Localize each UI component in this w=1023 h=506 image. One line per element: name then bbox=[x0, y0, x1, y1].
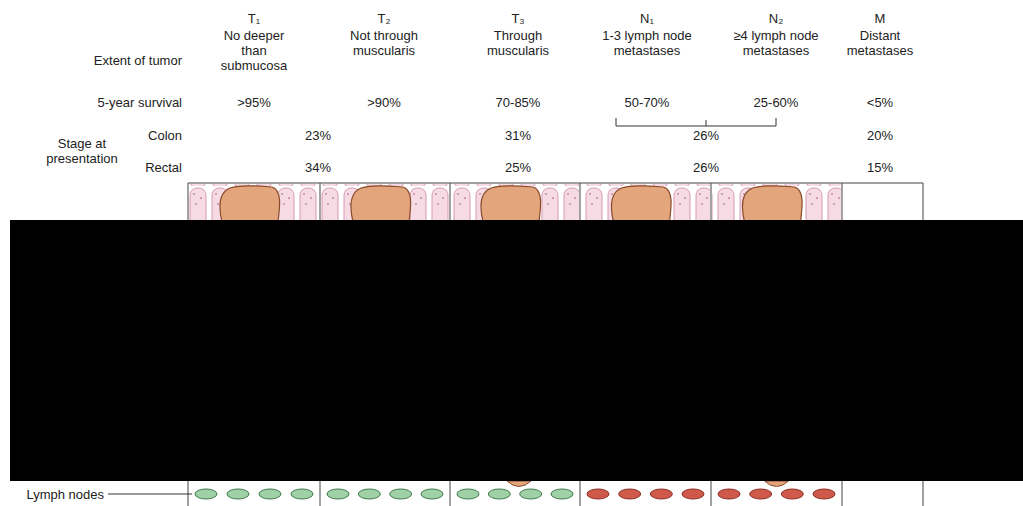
leader-line bbox=[108, 494, 192, 495]
table-cell: <5% bbox=[845, 95, 915, 110]
mucosa-crypts bbox=[189, 184, 319, 224]
lymph-node bbox=[421, 489, 443, 499]
lymph-node bbox=[718, 489, 740, 499]
table-cell: 26% bbox=[676, 160, 736, 175]
mucosa-crypts bbox=[712, 184, 841, 224]
lymph-node bbox=[813, 489, 835, 499]
table-cell: 50-70% bbox=[612, 95, 682, 110]
lymph-node bbox=[259, 489, 281, 499]
tumor bbox=[481, 186, 541, 222]
table-cell: 23% bbox=[288, 128, 348, 143]
table-cell: Lymph nodes bbox=[24, 487, 104, 502]
table-cell: Stage at presentation bbox=[36, 136, 128, 166]
mucosa-crypts bbox=[451, 184, 579, 224]
lymph-node bbox=[587, 489, 609, 499]
stage-heading: N₁ bbox=[627, 11, 667, 26]
table-cell: Colon bbox=[122, 128, 182, 143]
table-cell: Distant metastases bbox=[838, 28, 922, 58]
mucosa-crypts bbox=[581, 184, 710, 224]
stage-heading: T₃ bbox=[498, 11, 538, 26]
table-cell: 1-3 lymph node metastases bbox=[595, 28, 699, 58]
panel-border bbox=[188, 183, 923, 184]
stage-heading: M bbox=[860, 11, 900, 26]
mucosa-crypts bbox=[321, 184, 449, 224]
table-cell: 15% bbox=[850, 160, 910, 175]
table-cell: 5-year survival bbox=[42, 95, 182, 110]
lymph-node bbox=[390, 489, 412, 499]
table-cell: Extent of tumor bbox=[42, 53, 182, 68]
lymph-node bbox=[327, 489, 349, 499]
lymph-node bbox=[520, 489, 542, 499]
table-cell: No deeper than submucosa bbox=[215, 28, 293, 73]
table-cell: 25% bbox=[488, 160, 548, 175]
tumor bbox=[351, 186, 411, 222]
table-cell: 70-85% bbox=[483, 95, 553, 110]
tumor-extension bbox=[765, 481, 789, 487]
table-cell: >90% bbox=[349, 95, 419, 110]
lymph-node bbox=[781, 489, 803, 499]
stage-heading: T₂ bbox=[364, 11, 404, 26]
bracket bbox=[616, 118, 776, 126]
table-cell: Through muscularis bbox=[476, 28, 560, 58]
lymph-node bbox=[682, 489, 704, 499]
lymph-node bbox=[195, 489, 217, 499]
table-cell: 26% bbox=[676, 128, 736, 143]
lymph-node bbox=[750, 489, 772, 499]
table-cell: 34% bbox=[288, 160, 348, 175]
table-cell: 25-60% bbox=[741, 95, 811, 110]
lymph-node bbox=[291, 489, 313, 499]
redaction-block bbox=[10, 220, 1023, 481]
lymph-node bbox=[488, 489, 510, 499]
lymph-node bbox=[457, 489, 479, 499]
tumor bbox=[220, 186, 280, 222]
tumor bbox=[743, 186, 803, 222]
table-cell: 20% bbox=[850, 128, 910, 143]
lymph-node bbox=[619, 489, 641, 499]
table-cell: Not through muscularis bbox=[338, 28, 430, 58]
lymph-node bbox=[551, 489, 573, 499]
table-cell: Rectal bbox=[122, 160, 182, 175]
tumor bbox=[612, 186, 672, 222]
table-cell: >95% bbox=[219, 95, 289, 110]
table-cell: 31% bbox=[488, 128, 548, 143]
tumor-extension bbox=[507, 481, 531, 487]
lymph-node bbox=[227, 489, 249, 499]
lymph-node bbox=[650, 489, 672, 499]
stage-heading: T₁ bbox=[234, 11, 274, 26]
table-cell: ≥4 lymph node metastases bbox=[724, 28, 828, 58]
lymph-node bbox=[358, 489, 380, 499]
stage-heading: N₂ bbox=[756, 11, 796, 26]
